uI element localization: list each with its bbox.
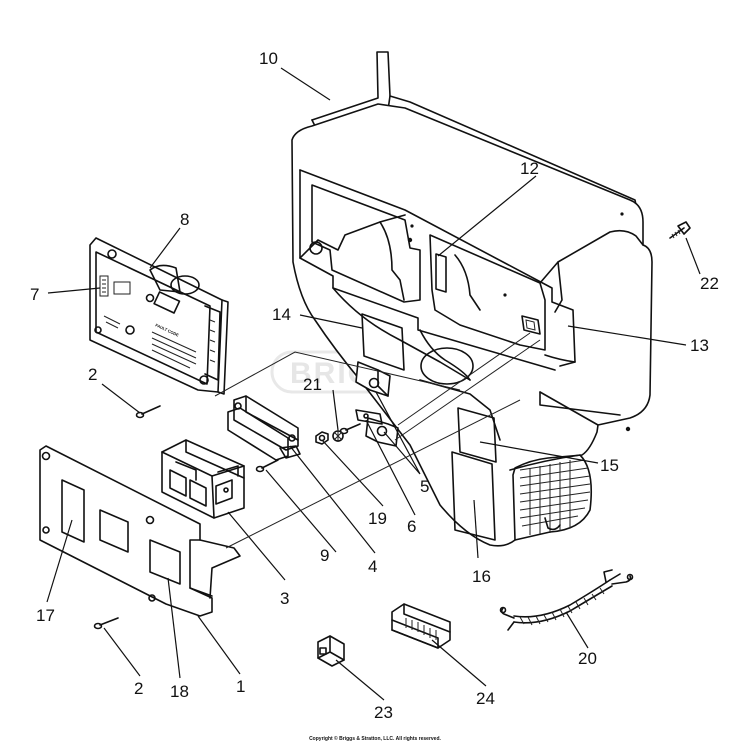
callout-18: 18 bbox=[170, 682, 189, 701]
control-panel-housing bbox=[291, 51, 653, 547]
callout-17: 17 bbox=[36, 606, 55, 625]
copyright-notice: Copyright © Briggs & Stratton, LLC. All … bbox=[309, 736, 441, 742]
connector-small bbox=[317, 635, 345, 667]
callout-16: 16 bbox=[472, 567, 491, 586]
control-panel-board: FAULT CODE bbox=[89, 237, 229, 395]
callout-1: 1 bbox=[236, 677, 245, 696]
callout-5: 5 bbox=[420, 477, 429, 496]
callout-19: 19 bbox=[368, 509, 387, 528]
callout-6: 6 bbox=[407, 517, 416, 536]
bolt bbox=[669, 221, 691, 239]
callout-22: 22 bbox=[700, 274, 719, 293]
circuit-breaker bbox=[161, 439, 245, 519]
callout-15: 15 bbox=[600, 456, 619, 475]
callout-8: 8 bbox=[180, 210, 189, 229]
breaker-bracket bbox=[227, 395, 301, 473]
callout-2-lower: 2 bbox=[134, 679, 143, 698]
callout-labels: 10 12 8 7 14 13 22 2 21 15 5 19 6 9 4 16… bbox=[30, 49, 719, 722]
leader-lines bbox=[46, 67, 701, 701]
callout-13: 13 bbox=[690, 336, 709, 355]
callout-20: 20 bbox=[578, 649, 597, 668]
callout-24: 24 bbox=[476, 689, 495, 708]
callout-21: 21 bbox=[303, 375, 322, 394]
connector-strip bbox=[391, 603, 451, 649]
lower-control-panel bbox=[39, 445, 241, 617]
callout-10: 10 bbox=[259, 49, 278, 68]
callout-2-upper: 2 bbox=[88, 365, 97, 384]
callout-3: 3 bbox=[280, 589, 289, 608]
callout-4: 4 bbox=[368, 557, 377, 576]
callout-14: 14 bbox=[272, 305, 291, 324]
screws bbox=[93, 405, 161, 630]
callout-12: 12 bbox=[520, 159, 539, 178]
wire-harness bbox=[499, 569, 634, 631]
callout-23: 23 bbox=[374, 703, 393, 722]
callout-9: 9 bbox=[320, 546, 329, 565]
callout-7: 7 bbox=[30, 285, 39, 304]
